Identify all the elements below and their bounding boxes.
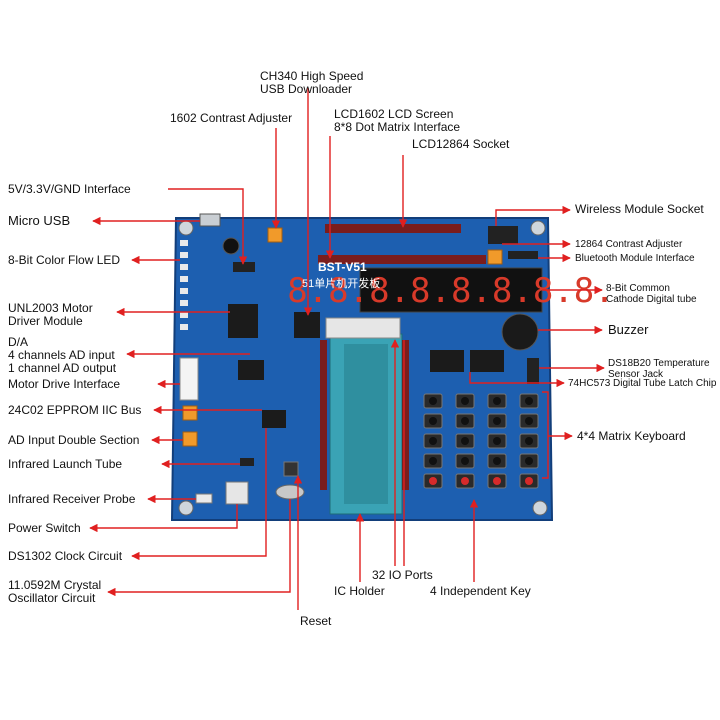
latch-chip-1 [430, 350, 464, 372]
label-ir-receiver: Infrared Receiver Probe [8, 492, 136, 506]
buzzer-body [501, 313, 539, 351]
label-lcd12864: LCD12864 Socket [412, 137, 510, 151]
label-motor-drive: Motor Drive Interface [8, 377, 121, 391]
board-model: BST-V51 [318, 260, 367, 274]
label-reset: Reset [300, 614, 332, 628]
label-eeprom: 24C02 EPPROM IIC Bus [8, 403, 142, 417]
reset-button [283, 461, 299, 477]
label-power-switch: Power Switch [8, 521, 81, 535]
mount-hole [530, 220, 546, 236]
zif-inner [344, 344, 388, 504]
latch-chip-2 [470, 350, 504, 372]
motor-connector [179, 357, 199, 401]
matrix-key-cap [461, 397, 469, 405]
label-12864-contrast: 12864 Contrast Adjuster [575, 239, 683, 250]
label-1602-contrast: 1602 Contrast Adjuster [170, 111, 293, 125]
label-ic-holder: IC Holder [334, 584, 385, 598]
dev-board: 8.8.8.8.8.8.8.8. BST-V51 51单片机开发板 [170, 213, 615, 521]
matrix-key-cap [429, 437, 437, 445]
pot-1602 [267, 227, 283, 243]
micro-usb-port [199, 213, 221, 227]
matrix-key-cap [525, 437, 533, 445]
board-title: 51单片机开发板 [302, 276, 380, 290]
label-matrix-keyboard: 4*4 Matrix Keyboard [577, 429, 686, 443]
independent-key [461, 477, 469, 485]
lcd1602-header [318, 255, 486, 264]
independent-key [493, 477, 501, 485]
pot-12864 [487, 249, 503, 265]
pot-ad-2 [182, 431, 198, 447]
label-ir-launch: Infrared Launch Tube [8, 457, 123, 471]
matrix-key-cap [461, 457, 469, 465]
bluetooth-header [508, 251, 538, 259]
label-io-ports: 32 IO Ports [372, 568, 433, 582]
label-bluetooth: Bluetooth Module Interface [575, 253, 695, 264]
zif-lever [325, 317, 401, 339]
independent-key [525, 477, 533, 485]
label-ad-input: AD Input Double Section [8, 433, 140, 447]
crystal [275, 484, 305, 500]
matrix-key-cap [525, 457, 533, 465]
header-5v [233, 262, 255, 272]
seven-seg-display [359, 267, 543, 313]
led-column [180, 240, 188, 330]
matrix-key-cap [493, 457, 501, 465]
uln2003-chip [228, 304, 258, 338]
capacitor [222, 237, 240, 255]
ir-led [240, 458, 254, 466]
label-buzzer: Buzzer [608, 322, 649, 337]
ds18b20-jack [527, 358, 539, 384]
matrix-key-cap [493, 397, 501, 405]
matrix-key-cap [429, 397, 437, 405]
matrix-key-cap [429, 457, 437, 465]
io-header-right [402, 340, 409, 490]
matrix-key-cap [493, 417, 501, 425]
independent-key [429, 477, 437, 485]
matrix-key-cap [461, 437, 469, 445]
seven-seg-digits: 8.8.8.8.8.8.8.8. [287, 271, 615, 311]
ir-receiver [195, 493, 213, 504]
keypad-grid [423, 393, 539, 489]
label-color-led: 8-Bit Color Flow LED [8, 253, 121, 267]
matrix-key-cap [461, 417, 469, 425]
eeprom-chip [262, 410, 286, 428]
mount-hole [532, 500, 548, 516]
mount-hole [178, 500, 194, 516]
label-74hc573: 74HC573 Digital Tube Latch Chip [568, 378, 717, 389]
lcd12864-header [325, 224, 461, 233]
wireless-socket [488, 226, 518, 244]
label-5v-interface: 5V/3.3V/GND Interface [8, 182, 131, 196]
label-wireless: Wireless Module Socket [575, 202, 704, 216]
matrix-key-cap [525, 417, 533, 425]
pcf8591-chip [238, 360, 264, 380]
power-switch-body [225, 481, 249, 505]
label-ds1302: DS1302 Clock Circuit [8, 549, 123, 563]
ch340-chip [294, 312, 320, 338]
pot-ad-1 [182, 405, 198, 421]
matrix-key-cap [525, 397, 533, 405]
matrix-key-cap [493, 437, 501, 445]
io-header-left [320, 340, 327, 490]
label-micro-usb: Micro USB [8, 213, 71, 228]
mount-hole [178, 220, 194, 236]
matrix-key-cap [429, 417, 437, 425]
label-independent-key: 4 Independent Key [430, 584, 531, 598]
callout-lines [89, 88, 605, 610]
